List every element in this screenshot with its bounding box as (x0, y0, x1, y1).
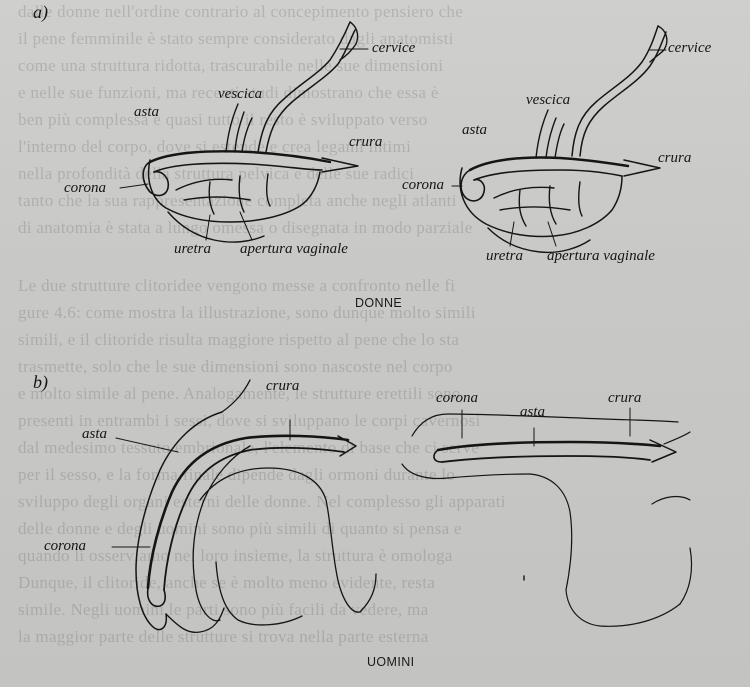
label-asta-left: asta (134, 104, 160, 120)
ghost-line: Dunque, il clitoride, anche se è molto m… (18, 573, 436, 592)
caption-men: UOMINI (367, 655, 415, 669)
label-crura-men-left: crura (266, 378, 300, 394)
ghost-line: e molto simile al pene. Analogamente, le… (18, 384, 461, 403)
ghost-line: per il sesso, e la forma finale dipende … (18, 465, 456, 484)
label-apertura-vaginale-right: apertura vaginale (547, 248, 655, 264)
label-asta-men-right: asta (520, 404, 546, 420)
label-vescica-left: vescica (218, 86, 263, 102)
ghost-line: sviluppo degli organi esterni delle donn… (18, 492, 506, 511)
label-corona-right: corona (402, 177, 444, 193)
label-corona-men-left: corona (44, 538, 86, 554)
ghost-line: delle donne e degli uomini sono più simi… (18, 519, 462, 538)
ghost-line: nella profondità della struttura pelvica… (18, 164, 415, 183)
ghost-line: e nelle sue funzioni, ma recenti studi d… (18, 83, 439, 102)
label-cervice-left: cervice (372, 40, 416, 56)
women-diagram-left (119, 21, 369, 243)
panel-label-a: a) (33, 2, 48, 22)
ghost-line: presenti in entrambi i sessi, dove si sv… (18, 411, 481, 430)
ghost-line: simili, e il clitoride risulta maggiore … (18, 330, 460, 349)
label-asta-right: asta (462, 122, 488, 138)
men-diagram-left (111, 379, 377, 634)
men-diagram-right (401, 407, 693, 627)
ghost-line: dalle donne nell'ordine contrario al con… (18, 2, 464, 21)
ghost-line: ben più complessa e quasi tutto il resto… (18, 110, 428, 129)
label-uretra-right: uretra (486, 248, 523, 264)
ghost-line: gure 4.6: come mostra la illustrazione, … (18, 303, 476, 322)
label-uretra-left: uretra (174, 241, 211, 257)
ghost-line: Le due strutture clitoridee vengono mess… (18, 276, 456, 295)
women-diagram-right (451, 25, 668, 254)
ghost-line: come una struttura ridotta, trascurabile… (18, 56, 444, 75)
ghost-line: trasmette, solo che le sue dimensioni so… (18, 357, 453, 376)
label-corona-left: corona (64, 180, 106, 196)
label-corona-men-right: corona (436, 390, 478, 406)
label-crura-left: crura (349, 134, 383, 150)
ghost-line: la maggior parte delle strutture si trov… (18, 627, 429, 646)
label-apertura-vaginale-left: apertura vaginale (240, 241, 348, 257)
label-asta-men-left: asta (82, 426, 108, 442)
label-vescica-right: vescica (526, 92, 571, 108)
label-crura-men-right: crura (608, 390, 642, 406)
label-crura-right: crura (658, 150, 692, 166)
ghost-line: tanto che la sua rappresentazione comple… (18, 191, 457, 210)
ghost-line: quando li osserviamo nel loro insieme, l… (18, 546, 453, 565)
label-cervice-right: cervice (668, 40, 712, 56)
ghost-line: l'interno del corpo, dove si estende e c… (18, 137, 412, 156)
ghost-line: di anatomia è stata a lungo omessa o dis… (18, 218, 473, 237)
caption-women: DONNE (355, 296, 403, 310)
panel-label-b: b) (33, 372, 48, 392)
